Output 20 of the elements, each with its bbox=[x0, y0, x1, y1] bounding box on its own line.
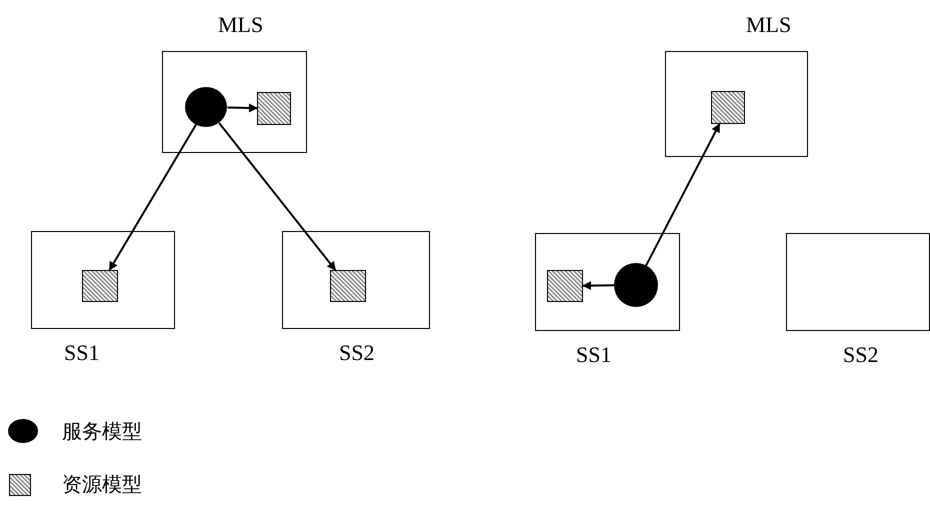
arrow bbox=[645, 123, 720, 266]
filled-ellipse bbox=[614, 262, 658, 306]
arrow bbox=[108, 124, 197, 271]
box-label: SS2 bbox=[339, 340, 374, 366]
filled-ellipse bbox=[185, 86, 227, 126]
hatched-square bbox=[546, 270, 582, 302]
box-label: MLS bbox=[218, 12, 264, 38]
legend-text: 服务模型 bbox=[62, 418, 142, 445]
hatched-square bbox=[82, 270, 118, 302]
arrow bbox=[227, 103, 258, 112]
box-label: SS1 bbox=[64, 340, 100, 366]
box-label: SS1 bbox=[576, 342, 612, 368]
legend-text: 资源模型 bbox=[62, 471, 142, 498]
hatched-square bbox=[710, 90, 744, 124]
hatched-square bbox=[330, 270, 366, 302]
box-label: SS2 bbox=[843, 342, 878, 368]
hatched-square bbox=[256, 92, 290, 124]
box-label: MLS bbox=[746, 12, 792, 38]
arrow bbox=[582, 281, 614, 290]
arrow bbox=[218, 122, 336, 271]
